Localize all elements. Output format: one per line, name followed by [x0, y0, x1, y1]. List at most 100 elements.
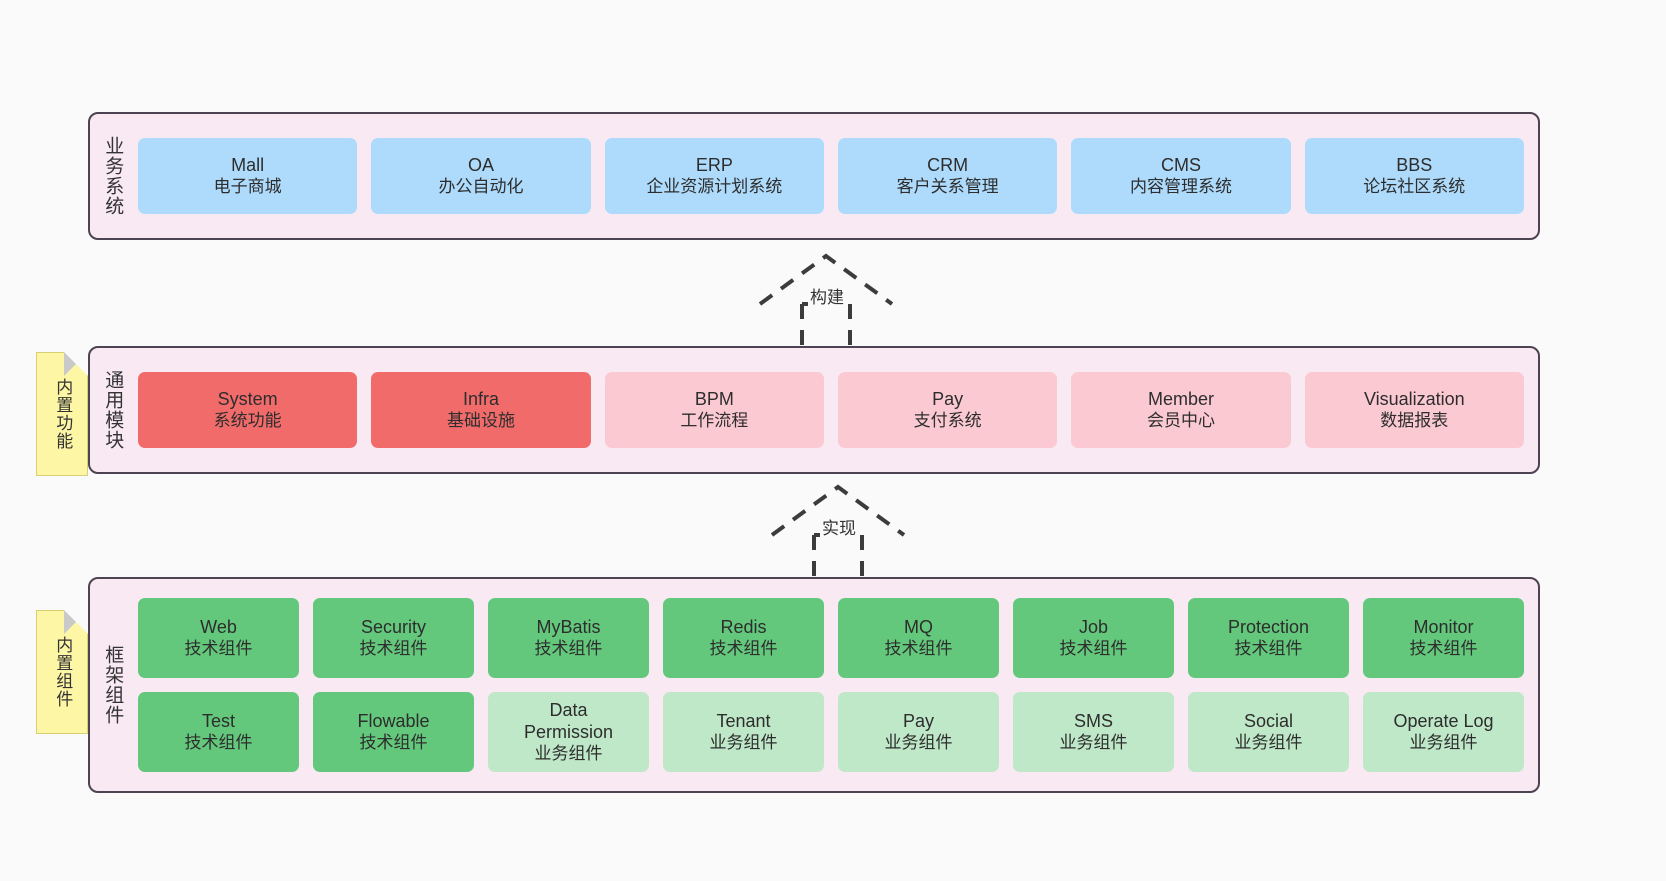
- card-operate-log-title: Operate Log: [1393, 710, 1494, 731]
- card-bbs-title: BBS: [1396, 154, 1433, 175]
- card-oa-title: OA: [467, 154, 494, 175]
- card-social-subtitle: 业务组件: [1234, 732, 1303, 752]
- framework-card-row-business: Test 技术组件 Flowable 技术组件 Data Permission …: [138, 692, 1524, 772]
- card-redis-subtitle: 技术组件: [709, 638, 778, 658]
- card-mall[interactable]: Mall 电子商城: [138, 138, 358, 214]
- layer-modules-body: System 系统功能 Infra 基础设施 BPM 工作流程 Pay 支付系统…: [134, 348, 1538, 472]
- card-system[interactable]: System 系统功能: [138, 372, 358, 448]
- card-erp[interactable]: ERP 企业资源计划系统: [604, 138, 824, 214]
- card-pay-component[interactable]: Pay 业务组件: [838, 692, 999, 772]
- card-sms-subtitle: 业务组件: [1059, 732, 1128, 752]
- card-security-title: Security: [360, 616, 427, 637]
- card-web-subtitle: 技术组件: [184, 638, 253, 658]
- card-protection-title: Protection: [1227, 616, 1310, 637]
- card-security-subtitle: 技术组件: [359, 638, 428, 658]
- sticky-note-builtin-features: 内置功能: [36, 352, 88, 476]
- card-social[interactable]: Social 业务组件: [1188, 692, 1349, 772]
- card-member[interactable]: Member 会员中心: [1071, 372, 1291, 448]
- card-visualization-title: Visualization: [1363, 388, 1465, 409]
- arrow-build-label: 构建: [808, 288, 846, 309]
- card-oa-subtitle: 办公自动化: [438, 176, 524, 196]
- card-erp-title: ERP: [695, 154, 733, 175]
- card-web-title: Web: [200, 616, 237, 637]
- card-operate-log-subtitle: 业务组件: [1409, 732, 1478, 752]
- arrow-implement-label: 实现: [820, 519, 858, 540]
- business-card-row: Mall 电子商城 OA 办公自动化 ERP 企业资源计划系统 CRM 客户关系…: [138, 138, 1524, 214]
- card-infra[interactable]: Infra 基础设施: [371, 372, 591, 448]
- card-crm-subtitle: 客户关系管理: [896, 176, 999, 196]
- card-redis[interactable]: Redis 技术组件: [663, 598, 824, 678]
- card-sms-title: SMS: [1073, 710, 1113, 731]
- card-pay-component-subtitle: 业务组件: [884, 732, 953, 752]
- card-mybatis-subtitle: 技术组件: [534, 638, 603, 658]
- card-job-subtitle: 技术组件: [1059, 638, 1128, 658]
- layer-business-systems: 业务系统 Mall 电子商城 OA 办公自动化 ERP 企业资源计划系统 CRM…: [88, 112, 1540, 240]
- card-job-title: Job: [1078, 616, 1109, 637]
- card-bpm-title: BPM: [694, 388, 734, 409]
- layer-framework-components: 框架组件 Web 技术组件 Security 技术组件 MyBatis 技术组件…: [88, 577, 1540, 793]
- card-erp-subtitle: 企业资源计划系统: [646, 176, 783, 196]
- card-member-title: Member: [1147, 388, 1214, 409]
- card-mall-subtitle: 电子商城: [213, 176, 282, 196]
- layer-business-body: Mall 电子商城 OA 办公自动化 ERP 企业资源计划系统 CRM 客户关系…: [134, 114, 1538, 238]
- card-sms[interactable]: SMS 业务组件: [1013, 692, 1174, 772]
- arrow-implement: 实现: [764, 483, 944, 583]
- card-tenant-subtitle: 业务组件: [709, 732, 778, 752]
- card-mall-title: Mall: [231, 154, 265, 175]
- card-social-title: Social: [1243, 710, 1294, 731]
- card-crm[interactable]: CRM 客户关系管理: [837, 138, 1058, 214]
- card-mybatis[interactable]: MyBatis 技术组件: [488, 598, 649, 678]
- card-oa[interactable]: OA 办公自动化: [371, 138, 591, 214]
- card-web[interactable]: Web 技术组件: [138, 598, 299, 678]
- card-flowable-subtitle: 技术组件: [359, 732, 428, 752]
- layer-framework-label: 框架组件: [102, 645, 124, 725]
- card-data-permission-title-1: Data: [549, 699, 588, 720]
- card-bpm[interactable]: BPM 工作流程: [604, 372, 824, 448]
- card-cms-subtitle: 内容管理系统: [1129, 176, 1232, 196]
- card-pay-module-subtitle: 支付系统: [913, 410, 982, 430]
- card-member-subtitle: 会员中心: [1146, 410, 1215, 430]
- layer-business-label: 业务系统: [102, 136, 124, 216]
- card-system-title: System: [217, 388, 278, 409]
- card-flowable-title: Flowable: [357, 710, 430, 731]
- card-test-subtitle: 技术组件: [184, 732, 253, 752]
- framework-card-row-tech: Web 技术组件 Security 技术组件 MyBatis 技术组件 Redi…: [138, 598, 1524, 678]
- card-infra-subtitle: 基础设施: [446, 410, 515, 430]
- card-pay-module[interactable]: Pay 支付系统: [837, 372, 1058, 448]
- layer-modules-label: 通用模块: [102, 370, 124, 450]
- layer-framework-body: Web 技术组件 Security 技术组件 MyBatis 技术组件 Redi…: [134, 579, 1538, 791]
- card-infra-title: Infra: [462, 388, 499, 409]
- card-monitor[interactable]: Monitor 技术组件: [1363, 598, 1524, 678]
- card-data-permission-subtitle: 业务组件: [534, 743, 603, 763]
- card-job[interactable]: Job 技术组件: [1013, 598, 1174, 678]
- card-mq-subtitle: 技术组件: [884, 638, 953, 658]
- card-security[interactable]: Security 技术组件: [313, 598, 474, 678]
- card-data-permission[interactable]: Data Permission 业务组件: [488, 692, 649, 772]
- card-bbs-subtitle: 论坛社区系统: [1363, 176, 1466, 196]
- layer-common-modules: 通用模块 System 系统功能 Infra 基础设施 BPM 工作流程 Pay…: [88, 346, 1540, 474]
- modules-card-row: System 系统功能 Infra 基础设施 BPM 工作流程 Pay 支付系统…: [138, 372, 1524, 448]
- card-data-permission-title-2: Permission: [523, 721, 614, 742]
- card-monitor-title: Monitor: [1413, 616, 1474, 637]
- arrow-build: 构建: [752, 252, 932, 352]
- card-tenant[interactable]: Tenant 业务组件: [663, 692, 824, 772]
- card-test[interactable]: Test 技术组件: [138, 692, 299, 772]
- card-protection[interactable]: Protection 技术组件: [1188, 598, 1349, 678]
- card-operate-log[interactable]: Operate Log 业务组件: [1363, 692, 1524, 772]
- card-visualization-subtitle: 数据报表: [1380, 410, 1449, 430]
- card-monitor-subtitle: 技术组件: [1409, 638, 1478, 658]
- card-bbs[interactable]: BBS 论坛社区系统: [1304, 138, 1524, 214]
- card-tenant-title: Tenant: [716, 710, 771, 731]
- card-bpm-subtitle: 工作流程: [680, 410, 749, 430]
- card-cms[interactable]: CMS 内容管理系统: [1071, 138, 1291, 214]
- card-visualization[interactable]: Visualization 数据报表: [1304, 372, 1524, 448]
- sticky-note-builtin-components: 内置组件: [36, 610, 88, 734]
- card-mq[interactable]: MQ 技术组件: [838, 598, 999, 678]
- card-test-title: Test: [201, 710, 235, 731]
- card-flowable[interactable]: Flowable 技术组件: [313, 692, 474, 772]
- card-mybatis-title: MyBatis: [536, 616, 601, 637]
- card-pay-module-title: Pay: [932, 388, 964, 409]
- card-system-subtitle: 系统功能: [213, 410, 282, 430]
- card-cms-title: CMS: [1160, 154, 1201, 175]
- card-pay-component-title: Pay: [902, 710, 935, 731]
